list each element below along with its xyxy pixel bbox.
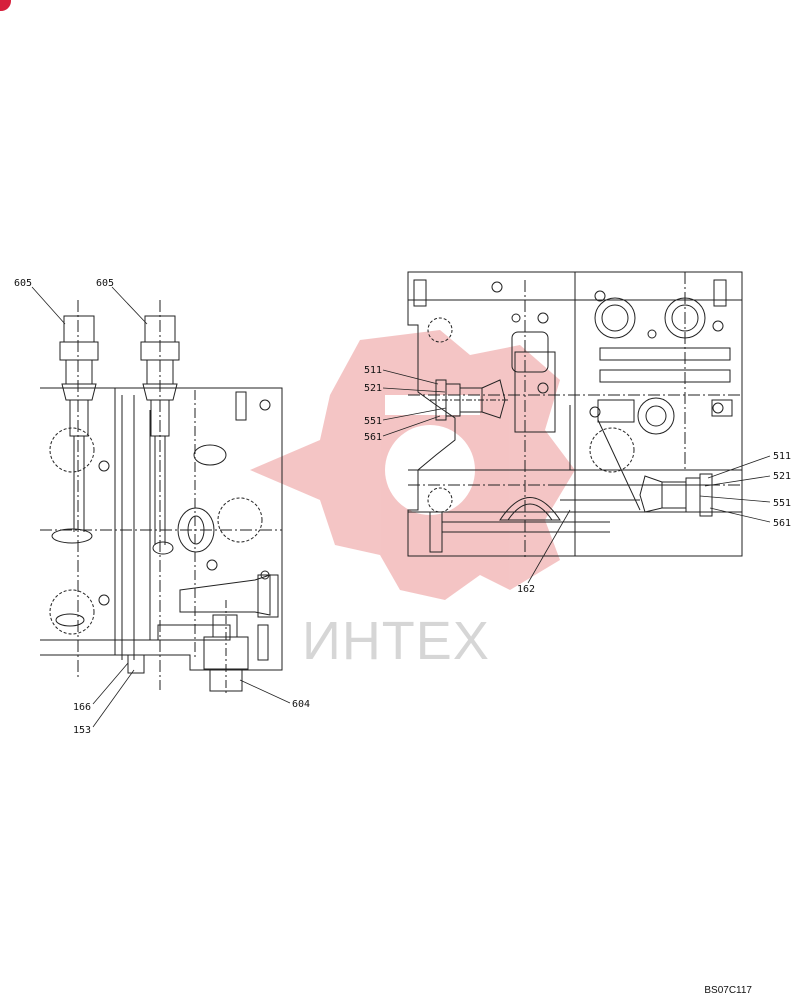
callout-labels: 605 605 166 153 604 511 521 551 561 511 …: [14, 278, 791, 736]
left-view-leaders: [31, 286, 291, 728]
callout-561-left: 561: [364, 432, 382, 443]
callout-551-right: 551: [773, 498, 791, 509]
left-view: [40, 300, 283, 695]
callout-605-b: 605: [96, 278, 114, 289]
callout-511-left: 511: [364, 365, 382, 376]
callout-521-left: 521: [364, 383, 382, 394]
callout-511-right: 511: [773, 451, 791, 462]
callout-605-a: 605: [14, 278, 32, 289]
drawing-code: BS07C117: [704, 985, 752, 996]
callout-166: 166: [73, 702, 91, 713]
corner-badge-icon: [0, 0, 11, 11]
callout-604: 604: [292, 699, 310, 710]
callout-551-left: 551: [364, 416, 382, 427]
callout-162: 162: [517, 584, 535, 595]
callout-153: 153: [73, 725, 91, 736]
right-view: [407, 271, 743, 560]
callout-561-right: 561: [773, 518, 791, 529]
watermark-text: ИНТЕХ: [302, 611, 490, 671]
right-view-leaders: [382, 369, 771, 584]
callout-521-right: 521: [773, 471, 791, 482]
watermark-gear-icon: [250, 330, 575, 600]
